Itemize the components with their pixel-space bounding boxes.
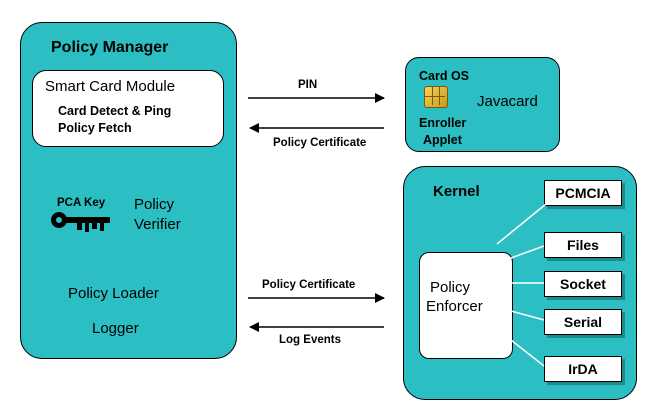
- policy-certificate-label-top: Policy Certificate: [273, 137, 367, 149]
- smart-card-module-box: [32, 70, 224, 147]
- javacard-label: Javacard: [477, 93, 538, 110]
- policy-enforcer-box: [419, 252, 513, 359]
- card-detect-ping-label: Card Detect & Ping: [58, 104, 172, 118]
- module-serial: Serial: [544, 309, 622, 335]
- logger-label: Logger: [92, 320, 139, 337]
- policy-certificate-label-bottom: Policy Certificate: [262, 279, 356, 291]
- card-os-label: Card OS: [419, 69, 470, 83]
- kernel-title: Kernel: [433, 183, 480, 200]
- link-serial: [510, 310, 545, 321]
- policy-enforcer-line1: Policy: [430, 279, 471, 296]
- policy-enforcer-label: Policy Enforcer: [426, 278, 483, 316]
- policy-fetch-label: Policy Fetch: [58, 121, 132, 135]
- pca-key-label: PCA Key: [57, 197, 106, 209]
- smart-card-chip-icon: [424, 86, 448, 108]
- link-pcmcia: [496, 203, 547, 245]
- policy-verifier-label: Policy Verifier: [134, 195, 181, 235]
- link-files: [510, 245, 545, 259]
- link-irda: [510, 339, 545, 367]
- module-files: Files: [544, 232, 622, 258]
- enroller-applet-label: Enroller Applet: [419, 115, 466, 149]
- pin-label: PIN: [298, 79, 318, 91]
- policy-verifier-line2: Verifier: [134, 216, 181, 233]
- policy-enforcer-line2: Enforcer: [426, 298, 483, 315]
- key-icon: [51, 212, 110, 232]
- enroller-line2: Applet: [423, 133, 462, 147]
- enroller-line1: Enroller: [419, 116, 467, 130]
- policy-manager-title: Policy Manager: [51, 39, 169, 56]
- log-events-label: Log Events: [279, 334, 341, 346]
- policy-loader-label: Policy Loader: [68, 285, 159, 302]
- module-irda: IrDA: [544, 356, 622, 382]
- module-socket: Socket: [544, 271, 622, 297]
- module-pcmcia: PCMCIA: [544, 180, 622, 206]
- policy-verifier-line1: Policy: [134, 196, 175, 213]
- smart-card-module-title: Smart Card Module: [45, 78, 176, 95]
